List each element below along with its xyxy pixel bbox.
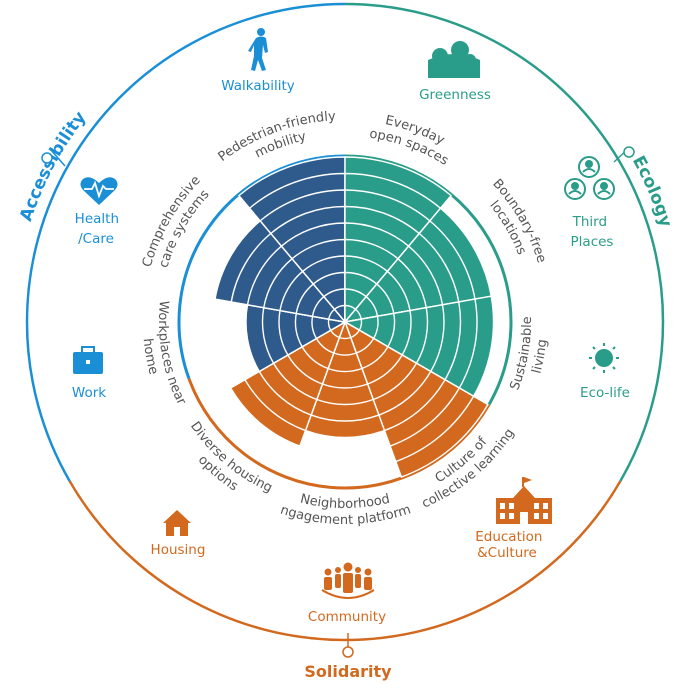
- wedges: [214, 156, 495, 478]
- house-icon: [163, 510, 191, 536]
- solidarity-marker: [342, 646, 354, 658]
- briefcase-icon: [73, 346, 103, 374]
- indicator-label: Neighborhood: [299, 492, 392, 512]
- group-label-accessibility: Accessibility: [16, 108, 90, 224]
- outer-ring: [25, 2, 665, 642]
- wedge-boundary-free-locations: [343, 207, 493, 324]
- wedge-culture-of-collective-learning: [343, 320, 489, 478]
- indicator-label: Pedestrian-friendly: [216, 109, 337, 165]
- domain-label-health-care: Health /Care: [75, 211, 124, 247]
- domain-label-walkability: Walkability: [221, 78, 294, 94]
- trees-icon: [428, 41, 480, 78]
- domain-label-community: Community: [308, 609, 386, 625]
- domain-label-eco-life: Eco-life: [580, 385, 630, 401]
- inner-ring-arc-accessibility: [177, 154, 346, 380]
- indicator-label: living: [529, 338, 550, 375]
- domain-label-work: Work: [72, 385, 106, 401]
- outer-ring-arc-accessibility: [25, 2, 346, 482]
- wedge-ring: [327, 308, 347, 324]
- ecology-marker: [623, 146, 635, 158]
- inner-ring: [177, 154, 513, 490]
- sun-icon: [589, 343, 619, 373]
- group-markers: [41, 146, 635, 658]
- inner-ring-arc-ecology: [344, 154, 513, 406]
- community-people-icon: [321, 562, 375, 599]
- indicator-label: Workplaces near: [155, 300, 189, 408]
- people-circles-icon: [564, 156, 615, 200]
- indicator-label: home: [140, 338, 161, 376]
- wedge-diverse-housing-options: [229, 320, 347, 447]
- outer-ring-arc-solidarity: [68, 480, 622, 642]
- wedge-neighborhood-engagement-platforms: [304, 319, 386, 439]
- wedge-workplaces-near-home: [245, 303, 348, 373]
- group-label-solidarity: Solidarity: [304, 662, 392, 681]
- domain-label-greenness: Greenness: [419, 87, 491, 103]
- domain-label-third-places: Third Places: [571, 214, 614, 250]
- wedge-comprehensive-care-systems: [214, 219, 347, 324]
- walking-person-icon: [248, 28, 268, 71]
- wedge-everyday-open-spaces: [344, 156, 453, 324]
- wedge-sustainable-living: [342, 295, 495, 398]
- accessibility-marker: [41, 152, 53, 164]
- wedge-pedestrian-friendly-mobility: [237, 156, 346, 324]
- school-building-icon: [496, 477, 552, 524]
- inner-ring-arc-solidarity: [187, 378, 491, 490]
- heart-pulse-icon: [80, 177, 118, 205]
- domain-label-education-culture: Education &Culture: [475, 529, 547, 561]
- domain-label-housing: Housing: [151, 542, 206, 558]
- outer-ring-arc-ecology: [344, 2, 665, 482]
